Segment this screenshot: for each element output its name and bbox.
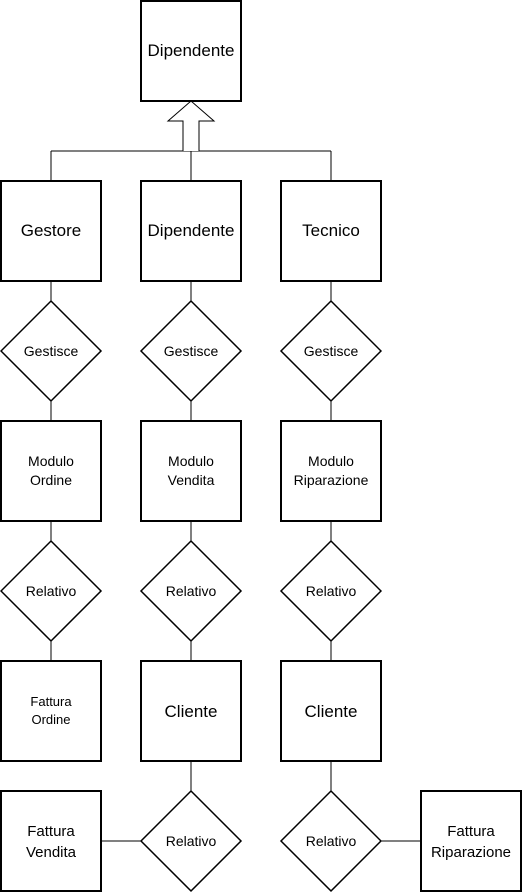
entity-tecnico: Tecnico — [280, 180, 382, 282]
svg-text:Relativo: Relativo — [306, 833, 357, 849]
entity-cliente-vendita: Cliente — [140, 660, 242, 762]
entity-fattura-riparazione: Fattura Riparazione — [420, 790, 522, 892]
svg-text:Fattura: Fattura — [30, 694, 72, 709]
relation-relativo-1: Relativo — [0, 539, 103, 643]
relation-relativo-2: Relativo — [139, 539, 243, 643]
svg-text:Relativo: Relativo — [166, 833, 217, 849]
svg-text:Cliente: Cliente — [165, 702, 218, 721]
generalization-arrow — [166, 100, 216, 151]
relation-gestisce-2: Gestisce — [139, 299, 243, 403]
svg-text:Modulo: Modulo — [308, 453, 354, 469]
svg-text:Tecnico: Tecnico — [302, 221, 360, 240]
svg-text:Relativo: Relativo — [26, 583, 77, 599]
svg-text:Relativo: Relativo — [166, 583, 217, 599]
svg-text:Dipendente: Dipendente — [148, 221, 235, 240]
svg-text:Modulo: Modulo — [28, 453, 74, 469]
svg-text:Fattura: Fattura — [27, 823, 75, 840]
svg-text:Modulo: Modulo — [168, 453, 214, 469]
svg-text:Riparazione: Riparazione — [431, 844, 511, 861]
entity-modulo-vendita: Modulo Vendita — [140, 420, 242, 522]
entity-modulo-ordine: Modulo Ordine — [0, 420, 102, 522]
svg-text:Dipendente: Dipendente — [148, 41, 235, 60]
svg-text:Ordine: Ordine — [30, 472, 72, 488]
entity-fattura-ordine: Fattura Ordine — [0, 660, 102, 762]
svg-text:Cliente: Cliente — [305, 702, 358, 721]
relation-gestisce-1: Gestisce — [0, 299, 103, 403]
entity-dipendente-parent: Dipendente — [140, 0, 242, 102]
svg-text:Ordine: Ordine — [31, 712, 70, 727]
svg-text:Fattura: Fattura — [447, 823, 495, 840]
entity-gestore: Gestore — [0, 180, 102, 282]
svg-text:Gestisce: Gestisce — [164, 343, 219, 359]
svg-text:Riparazione: Riparazione — [294, 472, 369, 488]
relation-gestisce-3: Gestisce — [279, 299, 383, 403]
entity-fattura-vendita: Fattura Vendita — [0, 790, 102, 892]
relation-relativo-5: Relativo — [279, 789, 383, 893]
entity-modulo-riparazione: Modulo Riparazione — [280, 420, 382, 522]
relation-relativo-4: Relativo — [139, 789, 243, 893]
relation-relativo-3: Relativo — [279, 539, 383, 643]
entity-cliente-riparazione: Cliente — [280, 660, 382, 762]
entity-dipendente: Dipendente — [140, 180, 242, 282]
svg-text:Gestore: Gestore — [21, 221, 81, 240]
svg-text:Vendita: Vendita — [26, 844, 77, 861]
svg-text:Relativo: Relativo — [306, 583, 357, 599]
svg-text:Vendita: Vendita — [168, 472, 215, 488]
svg-text:Gestisce: Gestisce — [304, 343, 359, 359]
svg-text:Gestisce: Gestisce — [24, 343, 79, 359]
